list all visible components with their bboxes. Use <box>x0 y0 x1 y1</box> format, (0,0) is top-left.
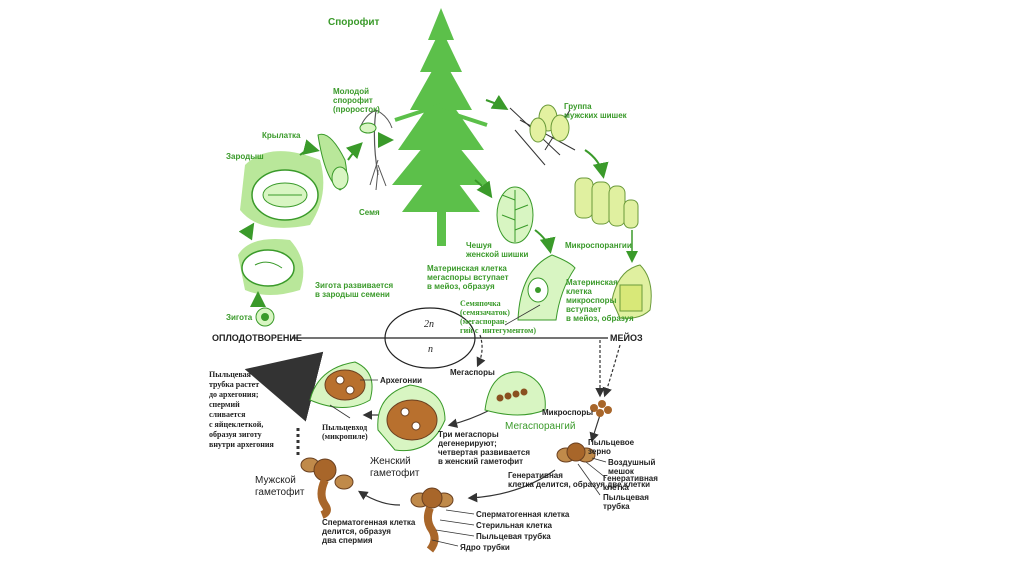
label-megaspores: Мегаспоры <box>450 368 495 377</box>
label-male-gametophyte: Мужской гаметофит <box>255 475 305 498</box>
pointer-pollen-tube <box>435 529 475 537</box>
arrow-zygote-to-seed <box>250 291 267 308</box>
pollen-tube-image <box>410 487 454 553</box>
zygote-image <box>255 307 275 327</box>
label-three-megaspores: Три мегаспоры дегенерируют; четвертая ра… <box>438 430 530 466</box>
label-microspores: Микроспоры <box>542 408 594 417</box>
pollen-cones-image <box>509 104 576 166</box>
label-tube-nucleus: Ядро трубки <box>460 543 510 552</box>
label-pollen-grain: Пыльцевое зерно <box>588 438 635 456</box>
label-spermatogenous-divides: Сперматогенная клетка делится, образуя д… <box>322 518 416 545</box>
arrow-male-to-mature <box>357 490 401 506</box>
pointer-pollen-tube-right <box>577 463 601 496</box>
arrow-tree-to-cones <box>485 94 509 111</box>
label-microspore-mother: Материнская клетка микроспоры вступает в… <box>566 278 634 323</box>
pointer-generative <box>585 461 607 479</box>
label-generative-divides: Генеративная клетка делится, образуя две… <box>508 471 651 489</box>
label-fertilization: ОПЛОДОТВОРЕНИЕ <box>212 333 302 343</box>
label-sterile-cell: Стерильная клетка <box>476 521 552 530</box>
pointer-micropyle <box>329 404 351 419</box>
label-pollen-tube-right: Пыльцевая трубка <box>603 493 649 511</box>
arrow-seed-to-seedling <box>345 142 363 161</box>
label-pollen-tube-grows: Пыльцевая трубка растет до архегония; сп… <box>209 370 274 449</box>
microspores-image <box>590 400 612 417</box>
seed-with-zygote-image <box>238 239 304 295</box>
label-female-gametophyte: Женский гаметофит <box>370 456 420 479</box>
label-young-sporophyte: Молодой спорофит (проросток) <box>333 87 380 114</box>
label-spermatogenous-cell: Сперматогенная клетка <box>476 510 570 519</box>
label-ovule: Семяпочка (семязачаток) (мегаспоран- гий… <box>460 299 537 335</box>
pointer-air-bladder <box>591 457 607 463</box>
arrow-pollen-to-male <box>467 469 556 503</box>
label-micropyle: Пыльцевход (микропиле) <box>322 423 368 441</box>
label-embryo: Зародыш <box>226 152 264 161</box>
archegonia-image <box>309 361 373 408</box>
label-archegonia: Архегонии <box>380 376 423 385</box>
female-gametophyte-image <box>377 384 446 452</box>
seedling-image <box>359 109 393 191</box>
pollen-grain-image <box>556 442 596 463</box>
microsporangia-image <box>574 177 639 229</box>
arrow-big-left-cycle <box>244 351 324 422</box>
pointer-ovule <box>504 304 541 326</box>
label-pollen-cones: Группа мужских шишек <box>564 102 627 120</box>
ploidy-oval <box>384 307 476 369</box>
megasporangium-image <box>484 371 546 416</box>
label-female-cone-scale: Чешуя женской шишки <box>466 241 529 259</box>
label-megaspore-mother: Материнская клетка мегаспоры вступает в … <box>427 264 509 291</box>
arrow-cones-to-microsporangia <box>584 149 609 179</box>
pointer-sterile <box>439 519 475 526</box>
label-diploid: 2n <box>424 319 434 330</box>
label-megasporangium: Мегаспорангий <box>505 421 576 432</box>
samara-image <box>317 133 349 191</box>
label-pollen-tube-bottom: Пыльцевая трубка <box>476 532 551 541</box>
label-haploid: n <box>428 344 433 355</box>
arrow-ovule-to-megaspores <box>476 334 486 368</box>
label-generative-cell: Генеративная клетка <box>603 474 658 492</box>
embryo-seed-image <box>240 151 324 228</box>
arrow-tree-to-scale <box>474 179 493 199</box>
label-samara: Крылатка <box>262 131 301 140</box>
arrow-megaspores-to-female <box>447 409 491 428</box>
arrow-meiosis-to-microspores <box>602 344 621 398</box>
arrow-embryo-to-samara <box>299 139 320 156</box>
female-cone-scale-image <box>496 186 534 244</box>
label-sporophyte: Спорофит <box>328 17 380 28</box>
pointer-spermatogenous <box>445 509 475 515</box>
mature-male-gametophyte-image <box>300 457 354 519</box>
label-zygote-develops: Зигота развивается в зародыш семени <box>315 281 394 299</box>
ovule-scale-image <box>517 254 576 321</box>
label-seed: Семя <box>359 208 380 217</box>
label-air-bladder: Воздушный мешок <box>608 458 656 476</box>
arrow-seedzygote-to-embryo <box>238 222 255 241</box>
label-meiosis: МЕЙОЗ <box>610 333 643 343</box>
arrow-microspores-to-pollen <box>589 414 601 443</box>
label-microsporangia: Микроспорангии <box>565 241 632 250</box>
arrow-scale-to-ovule <box>534 229 556 254</box>
pine-tree-image <box>392 8 490 246</box>
microspore-mother-image <box>611 264 652 319</box>
pointer-tube-nucleus <box>431 539 459 547</box>
label-zygote: Зигота <box>226 313 253 322</box>
